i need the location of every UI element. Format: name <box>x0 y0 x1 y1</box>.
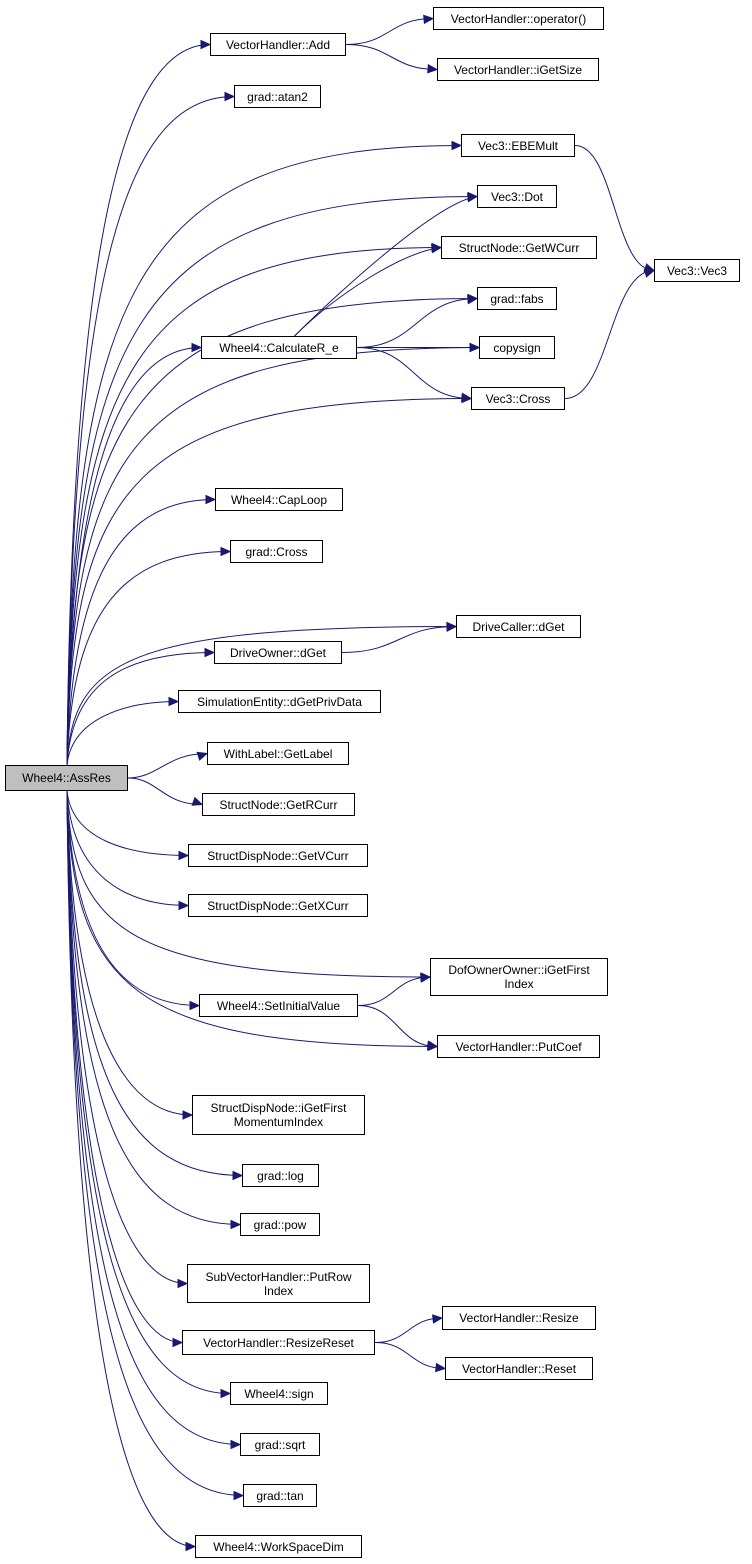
node-grad-sqrt[interactable]: grad::sqrt <box>240 1433 320 1456</box>
edge-assres-to-caploop <box>66 494 217 766</box>
edge-calc-re-to-grad-fabs <box>356 294 479 348</box>
node-wl-getlabel[interactable]: WithLabel::GetLabel <box>207 742 349 765</box>
node-grad-fabs[interactable]: grad::fabs <box>477 287 557 310</box>
edge-assres-to-wl-getlabel <box>127 751 209 779</box>
node-grad-atan2[interactable]: grad::atan2 <box>234 85 321 108</box>
edge-assres-to-vh-add <box>66 39 212 766</box>
node-doo-igetfirst[interactable]: DofOwnerOwner::iGetFirst Index <box>430 958 608 996</box>
node-vh-resizereset[interactable]: VectorHandler::ResizeReset <box>182 1330 375 1355</box>
edge-assres-to-grad-pow <box>66 790 242 1230</box>
node-grad-log[interactable]: grad::log <box>242 1164 319 1187</box>
edge-calc-re-to-vec3-cross <box>356 347 473 403</box>
node-w4-sign[interactable]: Wheel4::sign <box>230 1382 328 1405</box>
node-sdn-igetfirstmom[interactable]: StructDispNode::iGetFirst MomentumIndex <box>192 1095 365 1135</box>
edge-setinitial-to-vh-putcoef <box>357 1005 439 1050</box>
edge-assres-to-w4-workspacedim <box>66 790 197 1552</box>
edge-do-dget-to-dc-dget <box>341 622 458 653</box>
node-grad-pow[interactable]: grad::pow <box>240 1213 320 1236</box>
edge-assres-to-sdn-getvcurr <box>66 790 190 861</box>
edge-assres-to-grad-sqrt <box>66 790 242 1450</box>
edge-assres-to-svh-putrowindex <box>66 790 189 1289</box>
edge-assres-to-do-dget <box>66 647 216 766</box>
edge-vec3-cross-to-vec3-vec3 <box>564 268 656 399</box>
node-assres[interactable]: Wheel4::AssRes <box>5 765 128 791</box>
node-grad-tan[interactable]: grad::tan <box>243 1484 317 1507</box>
node-caploop[interactable]: Wheel4::CapLoop <box>215 488 343 511</box>
node-se-dgetprivdata[interactable]: SimulationEntity::dGetPrivData <box>178 690 381 713</box>
edge-assres-to-vec3-ebemult <box>66 140 463 766</box>
node-svh-putrowindex[interactable]: SubVectorHandler::PutRow Index <box>187 1264 370 1303</box>
edge-assres-to-calc-re <box>66 342 203 766</box>
edge-assres-to-grad-cross <box>66 546 232 766</box>
edge-vh-add-to-vh-op <box>345 14 435 45</box>
node-vh-reset[interactable]: VectorHandler::Reset <box>445 1357 593 1380</box>
edge-vh-add-to-vh-igetsize <box>345 44 439 74</box>
edge-vh-resizereset-to-vh-resize <box>374 1314 444 1343</box>
node-setinitial[interactable]: Wheel4::SetInitialValue <box>199 994 358 1017</box>
node-dc-dget[interactable]: DriveCaller::dGet <box>456 615 581 638</box>
node-do-dget[interactable]: DriveOwner::dGet <box>214 641 342 664</box>
node-grad-cross[interactable]: grad::Cross <box>230 540 323 563</box>
node-copysign[interactable]: copysign <box>479 336 555 359</box>
node-vh-op[interactable]: VectorHandler::operator() <box>433 7 604 30</box>
edge-assres-to-setinitial <box>66 790 201 1011</box>
edge-assres-to-vh-resizereset <box>66 790 184 1348</box>
node-vec3-vec3[interactable]: Vec3::Vec3 <box>654 259 740 282</box>
edge-setinitial-to-doo-igetfirst <box>357 973 432 1006</box>
edge-assres-to-grad-log <box>66 790 244 1181</box>
edge-assres-to-sdn-getxcurr <box>66 790 190 911</box>
node-vh-putcoef[interactable]: VectorHandler::PutCoef <box>437 1035 600 1058</box>
node-sdn-getxcurr[interactable]: StructDispNode::GetXCurr <box>188 894 368 917</box>
node-vh-add[interactable]: VectorHandler::Add <box>210 33 346 56</box>
edge-calc-re-to-copysign <box>357 342 481 353</box>
node-w4-workspacedim[interactable]: Wheel4::WorkSpaceDim <box>195 1535 362 1558</box>
edge-assres-to-sdn-igetfirstmom <box>66 790 194 1120</box>
edge-vh-resizereset-to-vh-reset <box>374 1342 447 1373</box>
node-vh-igetsize[interactable]: VectorHandler::iGetSize <box>437 58 599 81</box>
edge-assres-to-grad-atan2 <box>66 91 236 766</box>
edge-assres-to-w4-sign <box>66 790 232 1399</box>
node-vec3-ebemult[interactable]: Vec3::EBEMult <box>461 134 575 157</box>
node-vec3-cross[interactable]: Vec3::Cross <box>471 387 565 410</box>
node-sn-getrcurr[interactable]: StructNode::GetRCurr <box>202 793 355 816</box>
node-vh-resize[interactable]: VectorHandler::Resize <box>442 1306 596 1330</box>
edge-assres-to-se-dgetprivdata <box>66 696 180 766</box>
edge-assres-to-grad-tan <box>66 790 245 1501</box>
node-sn-getwcurr[interactable]: StructNode::GetWCurr <box>441 236 597 259</box>
node-calc-re[interactable]: Wheel4::CalculateR_e <box>201 336 357 359</box>
node-sdn-getvcurr[interactable]: StructDispNode::GetVCurr <box>188 844 368 867</box>
edge-calc-re-to-vec3-dot <box>294 192 479 337</box>
edge-assres-to-sn-getrcurr <box>127 777 204 806</box>
edge-calc-re-to-sn-getwcurr <box>294 243 443 337</box>
node-vec3-dot[interactable]: Vec3::Dot <box>477 185 557 208</box>
